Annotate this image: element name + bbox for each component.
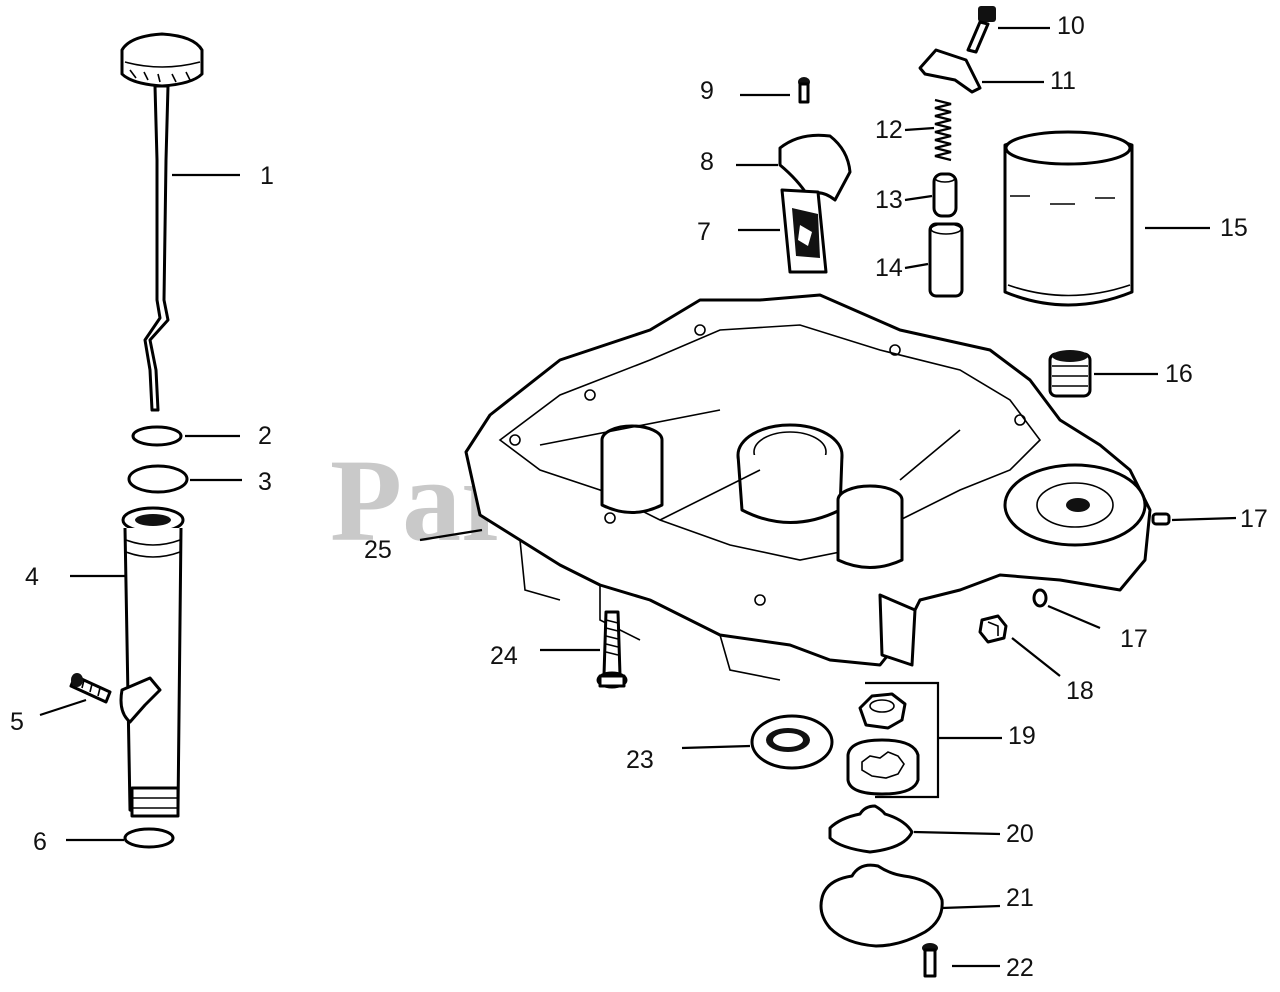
callout-12: 12: [875, 116, 903, 144]
part-decal-7: [780, 188, 828, 274]
part-fitting-17-upper: [1151, 512, 1171, 526]
part-o-ring-2: [131, 425, 183, 447]
callout-21: 21: [1006, 884, 1034, 912]
part-oil-pan-25: [464, 293, 1152, 681]
callout-14: 14: [875, 254, 903, 282]
callout-18: 18: [1066, 677, 1094, 705]
callout-10: 10: [1057, 12, 1085, 40]
callout-4: 4: [25, 563, 39, 591]
part-oil-filter-15: [1003, 130, 1134, 307]
callout-19: 19: [1008, 722, 1036, 750]
callout-22: 22: [1006, 954, 1034, 982]
part-screw-9: [798, 77, 810, 104]
callout-24: 24: [490, 642, 518, 670]
part-spring-12: [934, 98, 952, 162]
callout-11: 11: [1050, 67, 1076, 95]
callout-17-lower: 17: [1120, 625, 1148, 653]
part-bolt-24: [596, 610, 628, 689]
callout-8: 8: [700, 148, 714, 176]
part-dipstick-tube: [119, 506, 185, 818]
part-seal-23: [750, 714, 834, 770]
part-dipstick: [120, 32, 204, 412]
part-screw-5: [69, 673, 112, 704]
callout-15: 15: [1220, 214, 1248, 242]
callout-5: 5: [10, 708, 24, 736]
callout-25: 25: [364, 536, 392, 564]
callout-1: 1: [260, 162, 274, 190]
callout-labels: 1 2 3 4 5 6 7 8 9 10 11 12 13 14 15 16 1…: [10, 12, 1268, 982]
part-bracket-11: [918, 48, 982, 94]
callout-6: 6: [33, 828, 47, 856]
callout-17-upper: 17: [1240, 505, 1268, 533]
part-cover-8: [778, 133, 852, 202]
callout-16: 16: [1165, 360, 1193, 388]
part-plunger-13: [932, 172, 958, 218]
callout-9: 9: [700, 77, 714, 105]
leader-lines: [39, 26, 1237, 968]
part-gasket-20: [828, 804, 914, 854]
callout-7: 7: [697, 218, 711, 246]
part-o-ring-3: [127, 464, 189, 494]
part-o-ring-6: [123, 827, 175, 849]
part-screw-10: [966, 6, 996, 54]
callout-13: 13: [875, 186, 903, 214]
part-fitting-17-lower: [1032, 588, 1048, 608]
callout-2: 2: [258, 422, 272, 450]
callout-20: 20: [1006, 820, 1034, 848]
part-sleeve-14: [928, 222, 964, 298]
part-nut-18: [978, 614, 1008, 644]
part-cover-plate-21: [819, 863, 944, 948]
part-plug-16: [1048, 350, 1092, 398]
part-gear-set-19: [846, 681, 940, 799]
part-screw-22: [922, 943, 938, 978]
callout-3: 3: [258, 468, 272, 496]
callout-23: 23: [626, 746, 654, 774]
